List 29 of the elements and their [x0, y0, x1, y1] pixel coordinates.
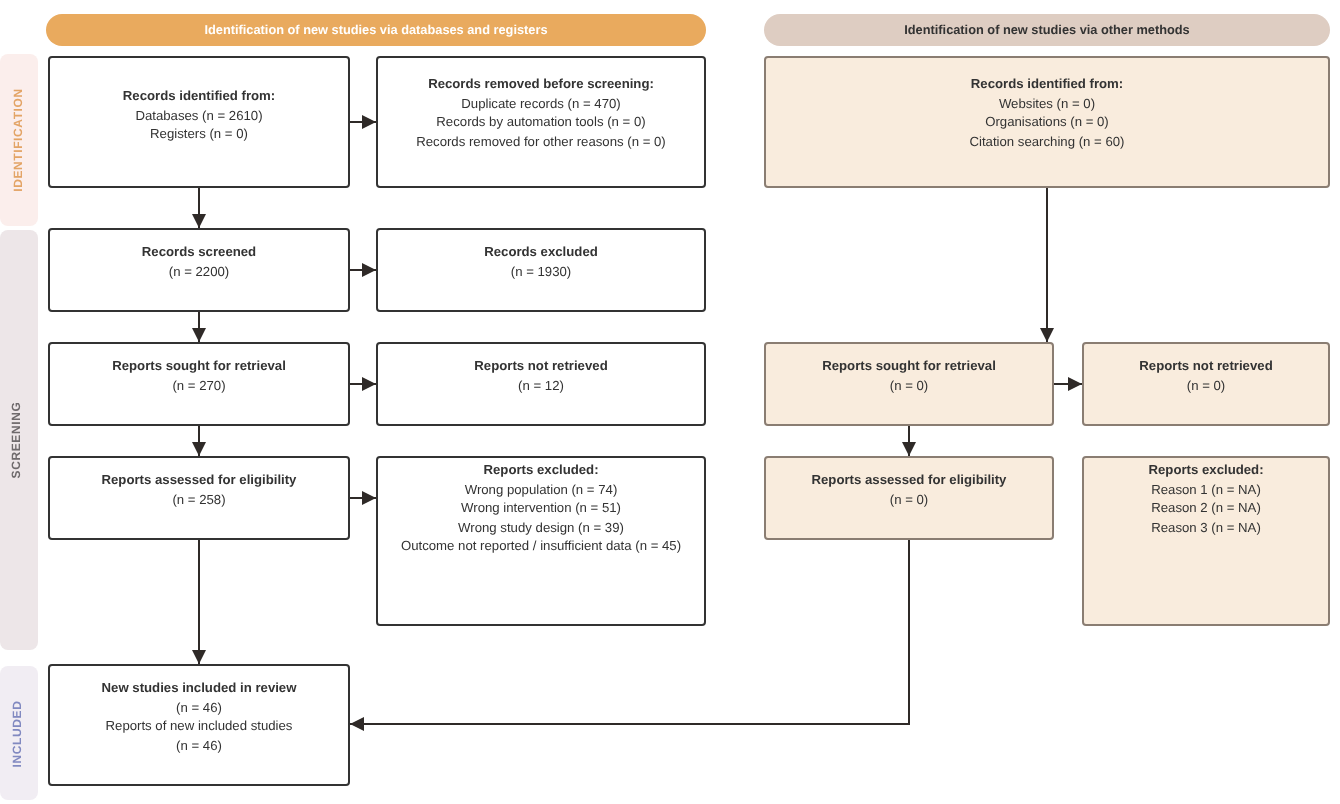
process-box [48, 664, 350, 786]
process-box [376, 342, 706, 426]
process-box [376, 228, 706, 312]
process-box [48, 228, 350, 312]
process-box [764, 56, 1330, 188]
section-header [46, 14, 706, 46]
arrow [349, 115, 377, 129]
stage-band [0, 230, 38, 650]
arrow [349, 263, 377, 277]
arrow [1040, 187, 1054, 343]
arrow [349, 491, 377, 505]
section-header [764, 14, 1330, 46]
arrow [192, 187, 206, 229]
process-box [764, 456, 1054, 540]
process-box [1082, 456, 1330, 626]
process-box [1082, 342, 1330, 426]
arrow [192, 311, 206, 343]
arrow [192, 539, 206, 665]
process-box [764, 342, 1054, 426]
arrow [1053, 377, 1083, 391]
process-box [376, 56, 706, 188]
arrow [902, 425, 916, 457]
arrow [349, 377, 377, 391]
process-box [48, 56, 350, 188]
process-box [48, 342, 350, 426]
arrow [192, 425, 206, 457]
arrow [349, 539, 910, 731]
process-box [48, 456, 350, 540]
process-box [376, 456, 706, 626]
